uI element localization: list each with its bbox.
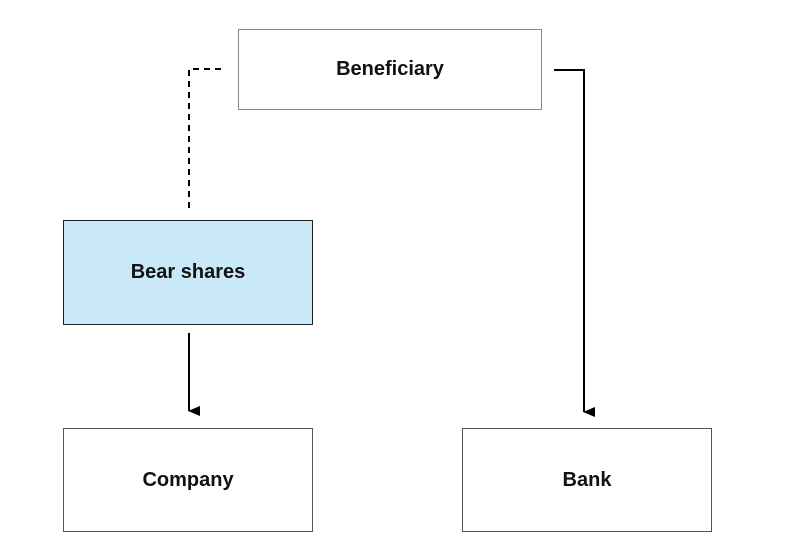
edge-bear-shares-to-beneficiary (188, 68, 222, 208)
node-bear-shares-label: Bear shares (130, 261, 246, 283)
node-bank-label: Bank (562, 468, 612, 491)
edge-beneficiary-to-bank (554, 69, 595, 417)
node-beneficiary: Beneficiary (238, 29, 542, 110)
node-beneficiary-label: Beneficiary (336, 58, 444, 80)
node-company-label: Company (142, 468, 234, 491)
node-company: Company (63, 428, 313, 532)
node-bear-shares: Bear shares (63, 220, 313, 325)
node-bank: Bank (462, 428, 712, 532)
